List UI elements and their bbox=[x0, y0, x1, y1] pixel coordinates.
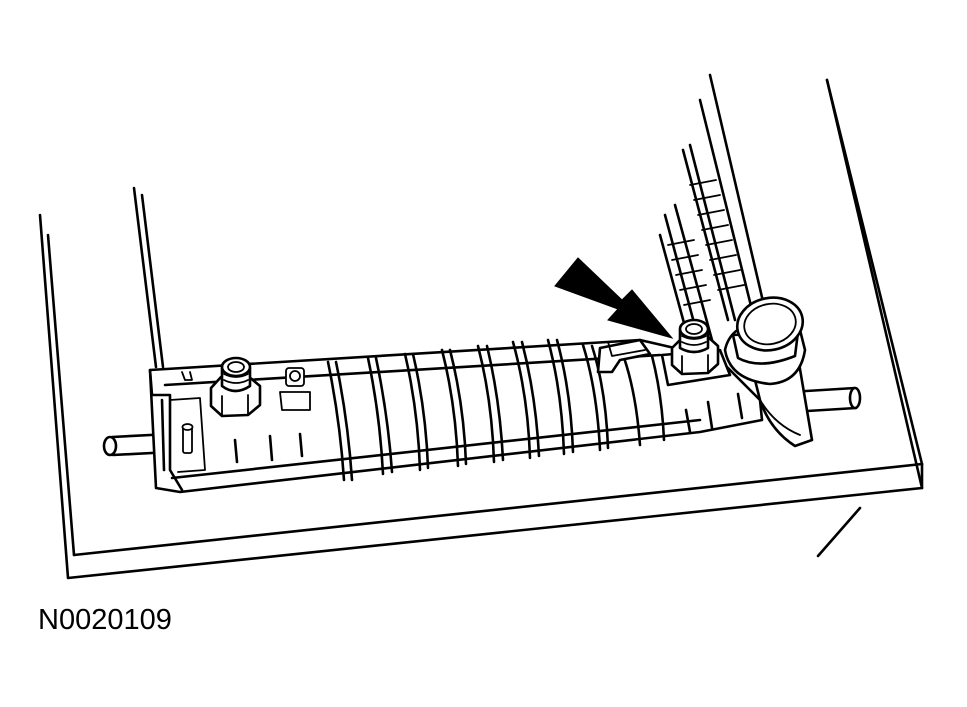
left-fitting bbox=[209, 356, 262, 418]
work-surface bbox=[38, 78, 924, 580]
radiator-drain-fitting bbox=[670, 318, 720, 376]
callout-arrow bbox=[554, 257, 674, 339]
figure-id-label: N0020109 bbox=[38, 604, 172, 636]
radiator-cap bbox=[723, 296, 814, 448]
radiator-core bbox=[132, 73, 767, 369]
